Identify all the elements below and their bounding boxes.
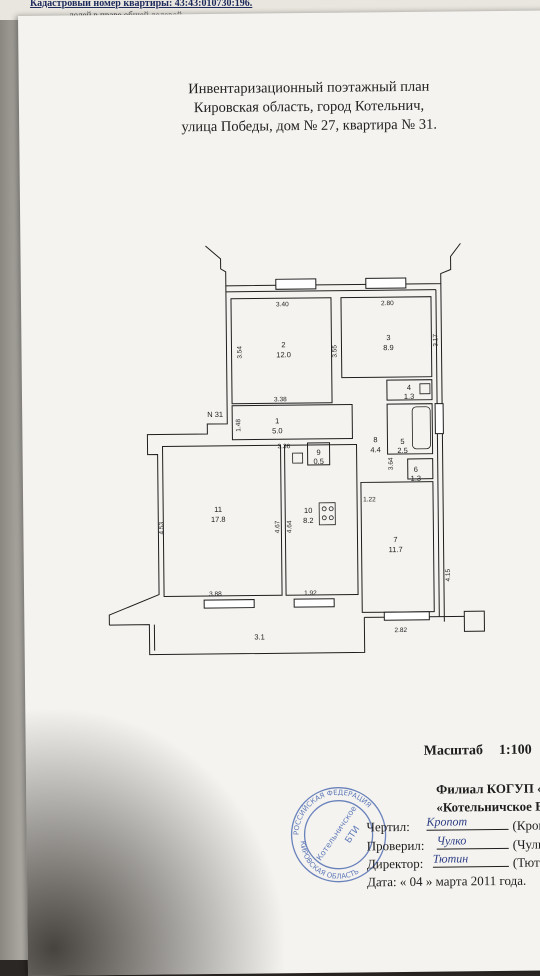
room-9-area: 0.5 [313, 457, 324, 466]
org-line-1: Филиал КОГУП «Б [436, 780, 540, 797]
stamp-center-2: БТИ [344, 824, 363, 845]
room-9-number: 9 [316, 448, 320, 457]
dim-3-88: 3.88 [209, 591, 222, 598]
svg-text:РОССИЙСКАЯ ФЕДЕРАЦИЯ: РОССИЙСКАЯ ФЕДЕРАЦИЯ [292, 788, 373, 835]
room-1-number: 1 [275, 416, 279, 425]
dim-4-15: 4.15 [445, 568, 452, 581]
room-2-area: 12.0 [276, 350, 291, 359]
dim-3-38: 3.38 [274, 396, 287, 403]
room-7-number: 7 [393, 535, 397, 544]
director-label: Директор: [367, 856, 424, 873]
cadastral-number-text: Кадастровый номер квартиры: 43:43:010730… [30, 0, 252, 9]
room-2-number: 2 [281, 340, 285, 349]
dim-3-55: 3.55 [331, 345, 338, 358]
checked-name: (Чулко [513, 836, 540, 852]
drew-signature: Кропот [426, 814, 508, 831]
dim-3-36: 3.36 [277, 443, 290, 450]
drew-label: Чертил: [366, 819, 409, 835]
dim-1-92: 1.92 [304, 590, 317, 597]
balcony-area: 3.1 [254, 632, 265, 641]
dim-4-64: 4.64 [286, 520, 293, 533]
room-10-number: 10 [304, 506, 312, 515]
dim-3-64: 3.64 [388, 457, 395, 470]
room-4-area: 1.3 [404, 392, 415, 401]
room-11-number: 11 [214, 505, 222, 514]
checked-signature: Чулко [437, 833, 509, 850]
room-3-area: 8.9 [383, 343, 394, 352]
room-11-area: 17.8 [211, 515, 226, 524]
room-6-area: 1.3 [411, 474, 422, 483]
dim-4-53: 4.53 [158, 521, 165, 534]
drew-name: (Кропо [512, 817, 540, 833]
dim-2-82: 2.82 [394, 627, 407, 634]
scale-label: Масштаб [424, 743, 483, 759]
org-line-2: «Котельничское Б [436, 799, 540, 816]
dim-3-40: 3.40 [276, 301, 289, 308]
floor-plan-drawing: 2 12.0 3 8.9 1 5.0 4 1.3 5 2.5 6 1.3 7 1… [18, 10, 540, 976]
room-4-number: 4 [407, 383, 411, 392]
scale-value: 1:100 [499, 743, 532, 758]
room-5-area: 2.5 [397, 446, 408, 455]
dim-1-22: 1.22 [363, 496, 376, 503]
plan-windows [201, 278, 446, 623]
floor-plan-sheet: Инвентаризационный поэтажный план Кировс… [18, 10, 540, 976]
director-name: (Тюти [513, 855, 540, 871]
room-8-area: 4.4 [370, 445, 381, 454]
room-7-area: 11.7 [389, 545, 403, 554]
dim-3-17: 3.17 [432, 334, 439, 347]
room-8-number: 8 [373, 435, 377, 444]
scale-note: Масштаб 1:100 [424, 743, 532, 760]
dim-2-80: 2.80 [381, 300, 394, 307]
room-3-number: 3 [386, 333, 390, 342]
apartment-number-label: N 31 [207, 410, 223, 419]
checked-label: Проверил: [367, 838, 425, 855]
plan-walls [105, 243, 484, 655]
room-1-area: 5.0 [272, 426, 283, 435]
dim-3-54: 3.54 [236, 346, 243, 359]
dim-1-48: 1.48 [235, 419, 242, 432]
room-5-number: 5 [400, 437, 404, 446]
stamp-ring-top: РОССИЙСКАЯ ФЕДЕРАЦИЯ [292, 788, 373, 835]
room-6-number: 6 [414, 465, 418, 474]
room-10-area: 8.2 [303, 516, 314, 525]
date-line: Дата: « 04 » марта 2011 года. [367, 873, 526, 891]
dim-4-67: 4.67 [274, 520, 281, 533]
director-signature: Тютин [433, 851, 509, 868]
